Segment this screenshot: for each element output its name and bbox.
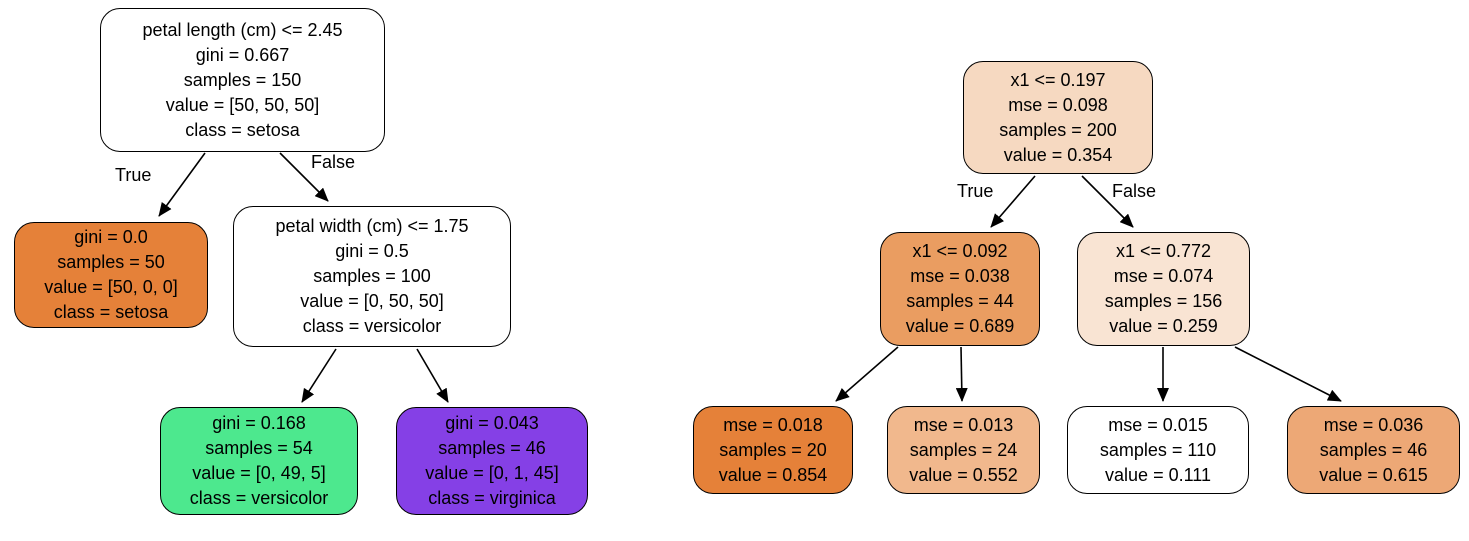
mse-line: mse = 0.074 <box>1113 266 1214 286</box>
mse-line: mse = 0.098 <box>1008 94 1108 115</box>
edge-right-splitleft-leaf2 <box>955 346 968 402</box>
samples-line: samples = 156 <box>1104 291 1223 311</box>
condition-line: x1 <= 0.092 <box>912 241 1008 261</box>
tree-node-right-leaf-1: mse = 0.018 samples = 20 value = 0.854 <box>693 406 853 494</box>
value-line: value = 0.689 <box>905 316 1015 336</box>
value-line: value = [0, 49, 5] <box>192 463 326 483</box>
edge-label-false: False <box>311 152 356 172</box>
tree-node-leaf-setosa: gini = 0.0 samples = 50 value = [50, 0, … <box>14 222 208 328</box>
condition-line: x1 <= 0.772 <box>1115 241 1212 261</box>
value-line: value = 0.552 <box>909 464 1018 485</box>
samples-line: samples = 24 <box>909 439 1018 460</box>
edge-label-false: False <box>1112 181 1157 201</box>
edge-right-root-true <box>990 175 1036 228</box>
samples-line: samples = 46 <box>1319 439 1428 460</box>
edge-left-split-versicolor <box>301 348 337 403</box>
value-line: value = 0.259 <box>1109 316 1218 336</box>
condition-line: petal width (cm) <= 1.75 <box>275 216 469 236</box>
gini-line: gini = 0.0 <box>74 227 148 247</box>
samples-line: samples = 44 <box>906 291 1014 311</box>
class-line: class = versicolor <box>302 316 442 336</box>
value-line: value = [0, 1, 45] <box>425 463 559 483</box>
condition-line: petal length (cm) <= 2.45 <box>142 19 343 40</box>
tree-node-right-split-left: x1 <= 0.092 mse = 0.038 samples = 44 val… <box>880 232 1040 346</box>
class-line: class = versicolor <box>189 488 329 508</box>
gini-line: gini = 0.043 <box>445 413 539 433</box>
tree-node-leaf-virginica: gini = 0.043 samples = 46 value = [0, 1,… <box>396 407 588 515</box>
tree-node-split-petal-width: petal width (cm) <= 1.75 gini = 0.5 samp… <box>233 206 511 347</box>
value-line: value = [50, 0, 0] <box>44 277 178 297</box>
tree-node-left-root: petal length (cm) <= 2.45 gini = 0.667 s… <box>100 8 385 152</box>
samples-line: samples = 100 <box>313 266 431 286</box>
samples-line: samples = 46 <box>438 438 546 458</box>
edge-label-true: True <box>115 165 152 185</box>
mse-line: mse = 0.038 <box>910 266 1010 286</box>
samples-line: samples = 200 <box>999 119 1117 140</box>
edge-label-true: True <box>957 181 994 201</box>
tree-node-right-leaf-3: mse = 0.015 samples = 110 value = 0.111 <box>1067 406 1249 494</box>
class-line: class = setosa <box>185 119 300 140</box>
value-line: value = 0.111 <box>1105 464 1211 485</box>
tree-node-right-leaf-2: mse = 0.013 samples = 24 value = 0.552 <box>887 406 1040 494</box>
gini-line: gini = 0.667 <box>195 44 290 65</box>
edge-left-split-virginica <box>416 348 449 403</box>
edge-left-root-false <box>279 152 329 202</box>
value-line: value = [0, 50, 50] <box>300 291 444 311</box>
mse-line: mse = 0.018 <box>723 414 823 435</box>
edge-left-root-true <box>158 152 206 217</box>
samples-line: samples = 54 <box>205 438 313 458</box>
class-line: class = setosa <box>53 302 169 322</box>
samples-line: samples = 20 <box>719 439 827 460</box>
edge-right-splitright-leaf4 <box>1234 346 1342 402</box>
tree-node-right-leaf-4: mse = 0.036 samples = 46 value = 0.615 <box>1287 406 1460 494</box>
value-line: value = [50, 50, 50] <box>165 94 320 115</box>
mse-line: mse = 0.013 <box>913 414 1014 435</box>
condition-line: x1 <= 0.197 <box>1010 69 1106 90</box>
mse-line: mse = 0.015 <box>1108 414 1208 435</box>
class-line: class = virginica <box>428 488 556 508</box>
value-line: value = 0.615 <box>1319 464 1428 485</box>
gini-line: gini = 0.5 <box>335 241 409 261</box>
edge-right-splitleft-leaf1 <box>835 346 899 402</box>
mse-line: mse = 0.036 <box>1323 414 1424 435</box>
tree-node-right-root: x1 <= 0.197 mse = 0.098 samples = 200 va… <box>963 61 1153 174</box>
gini-line: gini = 0.168 <box>212 413 306 433</box>
tree-node-leaf-versicolor: gini = 0.168 samples = 54 value = [0, 49… <box>160 407 358 515</box>
value-line: value = 0.354 <box>1003 144 1113 165</box>
samples-line: samples = 110 <box>1099 439 1217 460</box>
edge-right-root-false <box>1081 175 1134 228</box>
tree-node-right-split-right: x1 <= 0.772 mse = 0.074 samples = 156 va… <box>1077 232 1250 346</box>
value-line: value = 0.854 <box>718 464 828 485</box>
samples-line: samples = 150 <box>183 69 302 90</box>
samples-line: samples = 50 <box>57 252 165 272</box>
